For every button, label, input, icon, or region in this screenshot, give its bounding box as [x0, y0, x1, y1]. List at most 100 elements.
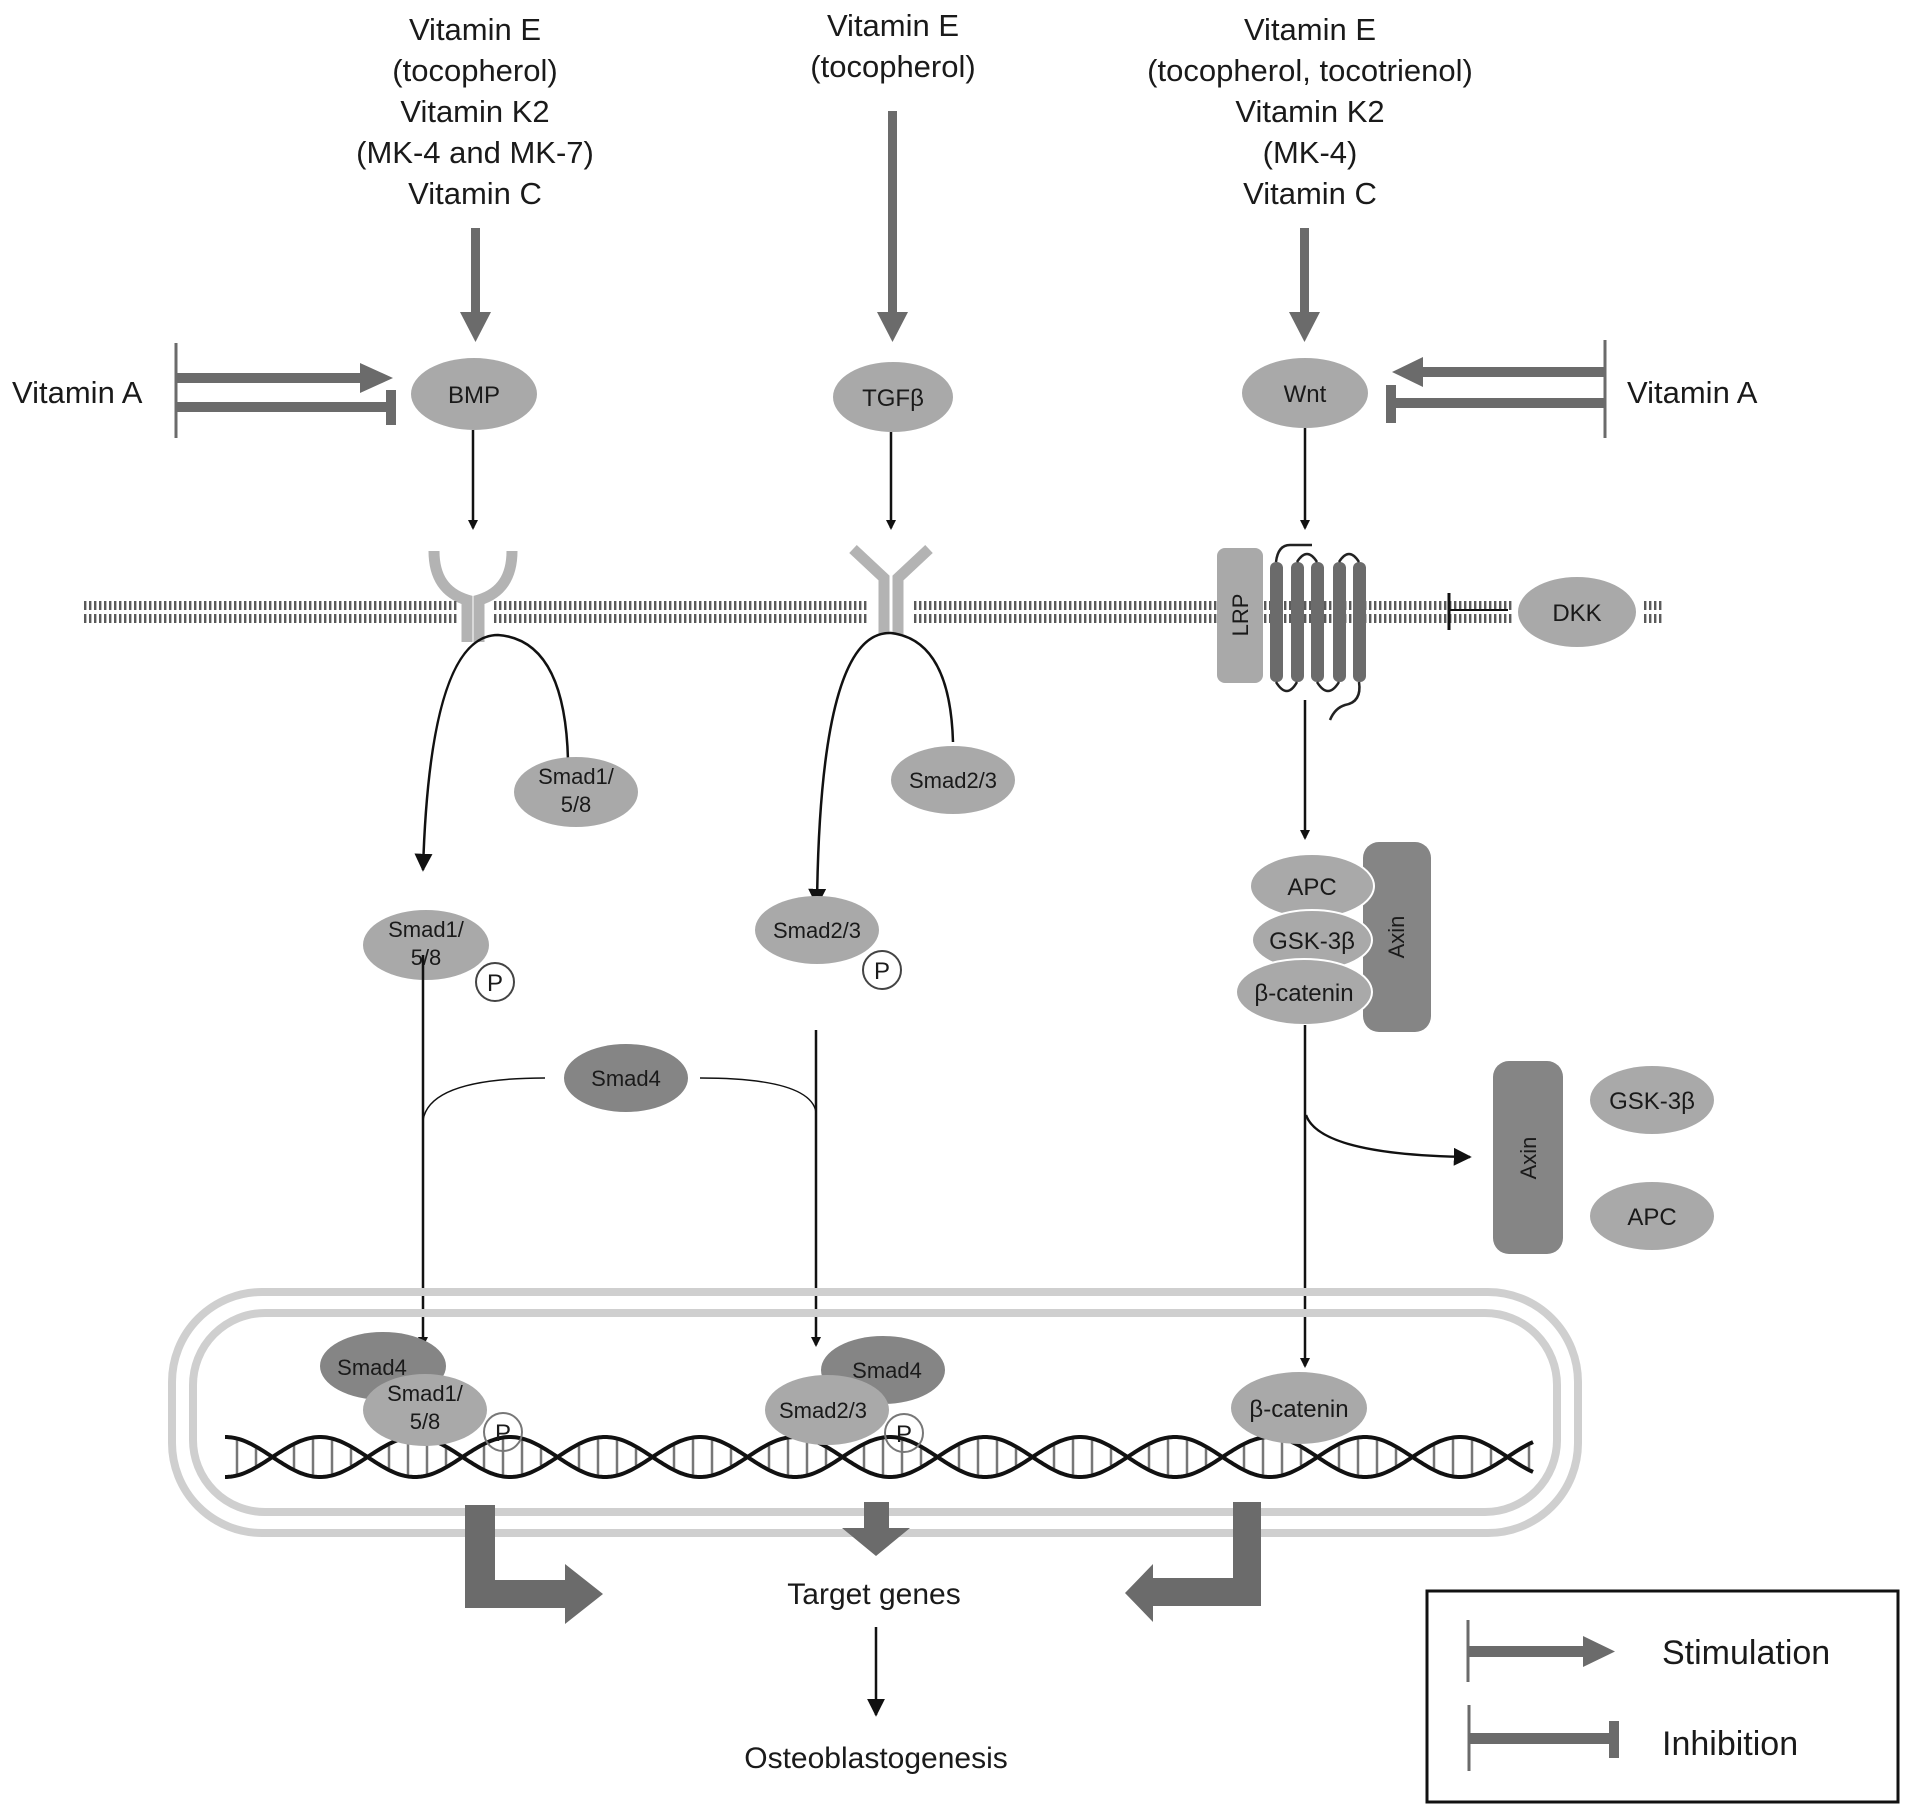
membrane-lipid — [184, 614, 187, 623]
membrane-lipid — [1289, 601, 1292, 610]
membrane-lipid — [824, 614, 827, 623]
membrane-lipid — [1049, 601, 1052, 610]
membrane-lipid — [1309, 614, 1312, 623]
membrane-lipid — [1069, 601, 1072, 610]
membrane-lipid — [439, 601, 442, 610]
membrane-lipid — [984, 601, 987, 610]
membrane-lipid — [789, 614, 792, 623]
membrane-lipid — [394, 601, 397, 610]
membrane-lipid — [669, 614, 672, 623]
membrane-lipid — [379, 614, 382, 623]
membrane-lipid — [204, 601, 207, 610]
membrane-lipid — [359, 601, 362, 610]
membrane-lipid — [989, 601, 992, 610]
membrane-lipid — [1014, 601, 1017, 610]
membrane-lipid — [339, 614, 342, 623]
membrane-lipid — [1149, 601, 1152, 610]
membrane-lipid — [1154, 601, 1157, 610]
membrane-lipid — [1029, 601, 1032, 610]
membrane-lipid — [209, 601, 212, 610]
membrane-lipid — [999, 601, 1002, 610]
membrane-lipid — [1444, 614, 1447, 623]
membrane-lipid — [1289, 614, 1292, 623]
bmp-smad-phosphorylation-arrow — [414, 633, 570, 872]
membrane-lipid — [319, 601, 322, 610]
membrane-lipid — [499, 614, 502, 623]
membrane-lipid — [1009, 614, 1012, 623]
membrane-lipid — [1379, 614, 1382, 623]
dkk-label: DKK — [1552, 600, 1601, 627]
membrane-lipid — [919, 614, 922, 623]
membrane-lipid — [849, 614, 852, 623]
membrane-lipid — [819, 601, 822, 610]
membrane-lipid — [254, 601, 257, 610]
membrane-lipid — [389, 614, 392, 623]
membrane-lipid — [1484, 601, 1487, 610]
membrane-lipid — [1409, 614, 1412, 623]
membrane-lipid — [514, 601, 517, 610]
membrane-lipid — [934, 614, 937, 623]
smad158-phos-node: Smad1/ 5/8 — [363, 910, 489, 980]
bmp-node: BMP — [411, 358, 537, 430]
membrane-lipid — [289, 601, 292, 610]
membrane-lipid — [1459, 614, 1462, 623]
membrane-lipid — [709, 614, 712, 623]
membrane-lipid — [344, 614, 347, 623]
membrane-lipid — [384, 614, 387, 623]
membrane-lipid — [619, 601, 622, 610]
membrane-lipid — [284, 614, 287, 623]
membrane-lipid — [354, 601, 357, 610]
membrane-lipid — [634, 601, 637, 610]
membrane-lipid — [799, 614, 802, 623]
inhibition-bar — [386, 390, 396, 425]
membrane-lipid — [834, 614, 837, 623]
membrane-lipid — [1509, 614, 1512, 623]
membrane-lipid — [324, 614, 327, 623]
membrane-lipid — [509, 601, 512, 610]
membrane-lipid — [674, 601, 677, 610]
membrane-lipid — [1114, 601, 1117, 610]
membrane-lipid — [279, 614, 282, 623]
membrane-lipid — [429, 614, 432, 623]
membrane-lipid — [559, 614, 562, 623]
membrane-lipid — [494, 601, 497, 610]
wnt-input-line: Vitamin K2 — [1235, 94, 1384, 129]
membrane-lipid — [624, 601, 627, 610]
membrane-lipid — [529, 601, 532, 610]
vitamin-a-right-label: Vitamin A — [1627, 375, 1758, 410]
membrane-lipid — [309, 601, 312, 610]
membrane-lipid — [1379, 601, 1382, 610]
membrane-lipid — [1214, 601, 1217, 610]
membrane-lipid — [1134, 614, 1137, 623]
bmp-inputs-label: Vitamin E (tocopherol) Vitamin K2 (MK-4 … — [356, 12, 594, 211]
smad158-free-node: Smad1/ 5/8 — [514, 757, 638, 827]
membrane-lipid — [269, 601, 272, 610]
membrane-lipid — [1089, 614, 1092, 623]
phospho-icon: P — [884, 1413, 924, 1453]
wnt-node: Wnt — [1242, 358, 1368, 428]
membrane-lipid — [294, 614, 297, 623]
membrane-lipid — [1139, 601, 1142, 610]
membrane-lipid — [114, 614, 117, 623]
membrane-lipid — [1504, 614, 1507, 623]
membrane-lipid — [1019, 601, 1022, 610]
membrane-lipid — [659, 601, 662, 610]
membrane-lipid — [144, 601, 147, 610]
membrane-lipid — [834, 601, 837, 610]
membrane-lipid — [779, 601, 782, 610]
membrane-lipid — [99, 614, 102, 623]
membrane-lipid — [914, 614, 917, 623]
membrane-lipid — [519, 614, 522, 623]
stim-arrow-to-wnt — [1289, 228, 1320, 342]
membrane-lipid — [614, 601, 617, 610]
membrane-lipid — [964, 601, 967, 610]
membrane-lipid — [809, 601, 812, 610]
membrane-lipid — [614, 614, 617, 623]
membrane-lipid — [1004, 601, 1007, 610]
membrane-lipid — [1374, 614, 1377, 623]
membrane-lipid — [514, 614, 517, 623]
membrane-lipid — [504, 601, 507, 610]
membrane-lipid — [1264, 601, 1267, 610]
membrane-lipid — [149, 601, 152, 610]
membrane-lipid — [794, 614, 797, 623]
